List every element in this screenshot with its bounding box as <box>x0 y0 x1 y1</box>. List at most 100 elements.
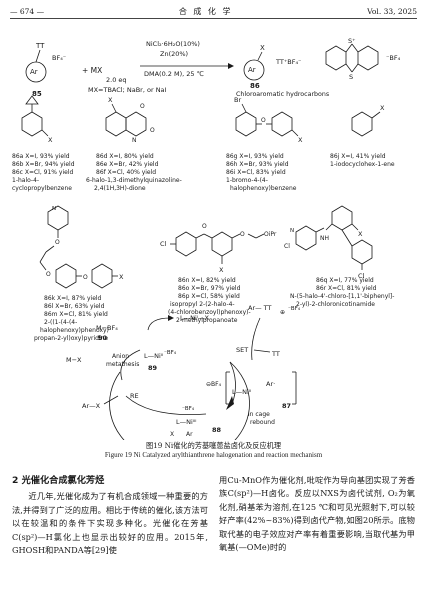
svg-text:S: S <box>349 73 353 81</box>
svg-text:X: X <box>298 136 303 144</box>
svg-text:X: X <box>358 230 363 238</box>
figure-19-scheme: Ar TT BF₄⁻ 85 + MX 2.0 eq MX=TBACl; NaBr… <box>12 37 401 440</box>
product-ar-x: Ar—X <box>82 402 101 410</box>
right-column: 用Cu-MnO作为催化剂,吡啶作为导向基团实现了芳香族C(sp²)—H卤化。反应… <box>219 474 415 554</box>
svg-text:89: 89 <box>148 364 158 372</box>
thianthrenium-structure: S⁺ S ⁻BF₄ <box>325 37 401 81</box>
ar-tt-salt: Ar— TT <box>248 304 272 312</box>
svg-text:N: N <box>290 228 294 234</box>
reactant-ar: Ar <box>30 68 38 76</box>
svg-text:Cl: Cl <box>160 240 167 248</box>
section-heading: 2 光催化合成氯化芳烃 <box>12 475 105 486</box>
svg-text:88: 88 <box>212 426 222 434</box>
compound-85-label: 85 <box>32 90 42 98</box>
svg-text:halophenoxy)benzene: halophenoxy)benzene <box>230 185 297 192</box>
caption-cn-text: 图19 Ni催化的芳基噻蒽盐卤化及反应机理 <box>145 441 282 450</box>
svg-text:86r X=Cl, 81% yield: 86r X=Cl, 81% yield <box>316 285 377 292</box>
thianthrenium-counterion: ⁻BF₄ <box>386 54 401 62</box>
aryl-radical: Ar· <box>266 380 275 388</box>
svg-text:1-halo-4-: 1-halo-4- <box>12 177 39 184</box>
svg-text:X: X <box>108 96 113 104</box>
svg-text:86e X=Br, 42% yield: 86e X=Br, 42% yield <box>96 161 159 168</box>
svg-text:86k X=I, 87% yield: 86k X=I, 87% yield <box>44 295 102 302</box>
svg-text:cyclopropylbenzene: cyclopropylbenzene <box>12 185 72 192</box>
cage-ni: L—Niᴵᴵ <box>232 388 251 396</box>
svg-text:O: O <box>240 231 245 238</box>
svg-text:⁻BF₄: ⁻BF₄ <box>182 406 195 412</box>
compound-86n-p: Cl O X O OiPr 86n X=I, 82% yield 86o X=B… <box>160 223 277 324</box>
svg-text:86g X=I, 93% yield: 86g X=I, 93% yield <box>226 153 284 160</box>
svg-text:Ar: Ar <box>186 431 193 438</box>
svg-text:6-halo-1,3-dimethylquinazoline: 6-halo-1,3-dimethylquinazoline- <box>86 177 182 184</box>
svg-text:X: X <box>380 104 385 112</box>
condition-solvent: DMA(0.2 M), 25 ℃ <box>144 70 204 78</box>
svg-text:N-(5-halo-4'-chloro-[1,1'-biph: N-(5-halo-4'-chloro-[1,1'-biphenyl]- <box>290 293 394 300</box>
svg-text:86o X=Br, 97% yield: 86o X=Br, 97% yield <box>178 285 241 292</box>
svg-text:X: X <box>170 431 174 438</box>
svg-text:86a X=I, 93% yield: 86a X=I, 93% yield <box>12 153 70 160</box>
running-header: — 674 — 合 成 化 学 Vol. 33, 2025 <box>10 4 417 19</box>
svg-text:2-methylpropanoate: 2-methylpropanoate <box>176 317 238 324</box>
svg-text:NH: NH <box>320 235 329 242</box>
svg-text:OiPr: OiPr <box>264 231 277 238</box>
condition-catalyst: NiCl₂·6H₂O(10%) <box>146 40 200 48</box>
compound-86d-f: X O O N 86d X=I, 80% yield 86e X=Br, 42%… <box>86 96 182 192</box>
product-tt-bf4: TT⁺BF₄⁻ <box>275 58 302 66</box>
svg-text:halophenoxy)phenoxy): halophenoxy)phenoxy) <box>40 327 109 334</box>
svg-text:O: O <box>83 274 88 281</box>
catalytic-cycle: L—Niᴵᴵ ⁻BF₄ 89 M−BF₄ 90 M−X Anion metath… <box>66 304 301 440</box>
svg-text:86h X=Br, 93% yield: 86h X=Br, 93% yield <box>226 161 289 168</box>
svg-text:86p X=Cl, 58% yield: 86p X=Cl, 58% yield <box>178 293 240 300</box>
svg-text:X: X <box>48 136 53 144</box>
svg-text:N: N <box>132 137 137 144</box>
compound-86g-i: O Br X 86g X=I, 93% yield 86h X=Br, 93% … <box>226 96 303 192</box>
svg-text:2-yl)-2-chloronicotinamide: 2-yl)-2-chloronicotinamide <box>296 301 375 308</box>
svg-text:⁻BF₄: ⁻BF₄ <box>288 306 301 312</box>
svg-text:1-bromo-4-(4-: 1-bromo-4-(4- <box>226 177 268 184</box>
page-number: — 674 — <box>10 6 45 16</box>
ni-i-x: L—Niᴵ—X <box>180 314 209 322</box>
ni-iii-intermediate: L—Niᴵᴵᴵ <box>176 418 196 426</box>
svg-text:metathesis: metathesis <box>106 361 139 368</box>
svg-text:86q X=I, 77% yield: 86q X=I, 77% yield <box>316 277 374 284</box>
svg-text:Br: Br <box>234 96 241 104</box>
svg-text:X: X <box>219 266 224 274</box>
svg-text:isopropyl 2-(2-halo-4-: isopropyl 2-(2-halo-4- <box>170 301 235 308</box>
svg-text:X: X <box>260 44 265 52</box>
svg-text:86i X=Cl, 83% yield: 86i X=Cl, 83% yield <box>226 169 286 176</box>
svg-text:O: O <box>150 127 155 134</box>
svg-text:86c X=Cl, 91% yield: 86c X=Cl, 91% yield <box>12 169 73 176</box>
svg-text:Anion: Anion <box>112 353 129 360</box>
compound-86a-c: X 86a X=I, 93% yield 86b X=Br, 94% yield… <box>12 95 75 192</box>
svg-text:N: N <box>52 206 56 212</box>
right-paragraph: 用Cu-MnO作为催化剂,吡啶作为导向基团实现了芳香族C(sp²)—H卤化。反应… <box>219 475 415 553</box>
condition-reductant: Zn(20%) <box>160 50 188 58</box>
figure-caption-cn: 图19 Ni催化的芳基噻蒽盐卤化及反应机理 <box>0 441 427 451</box>
svg-text:2-((1-(4-(4-: 2-((1-(4-(4- <box>44 319 77 326</box>
svg-text:⊕: ⊕ <box>280 309 285 316</box>
svg-text:87: 87 <box>282 402 291 410</box>
svg-text:86n X=I, 82% yield: 86n X=I, 82% yield <box>178 277 236 284</box>
reductive-elimination: RE <box>130 392 139 400</box>
m-x: M−X <box>66 356 82 364</box>
product-class: Chloroaromatic hydrocarbons <box>236 91 329 98</box>
reactant-bf4: BF₄⁻ <box>52 54 66 62</box>
compound-86-label: 86 <box>250 82 260 90</box>
svg-text:(4-chlorobenzoyl)phenoxy)-: (4-chlorobenzoyl)phenoxy)- <box>168 309 251 316</box>
svg-text:S⁺: S⁺ <box>348 37 356 45</box>
m-bf4: M−BF₄ <box>96 324 118 332</box>
svg-text:86f X=Cl, 40% yield: 86f X=Cl, 40% yield <box>96 169 156 176</box>
left-paragraph: 近几年,光催化成为了有机合成领域一种重要的方法,并得到了广泛的应用。相比于传统的… <box>12 491 208 556</box>
svg-text:Ar: Ar <box>248 66 256 74</box>
journal-title: 合 成 化 学 <box>178 6 233 16</box>
svg-text:86l X=Br, 63% yield: 86l X=Br, 63% yield <box>44 303 105 310</box>
svg-text:X: X <box>119 273 124 281</box>
plus-mx: + MX <box>82 66 102 75</box>
svg-text:1-iodocyclohex-1-ene: 1-iodocyclohex-1-ene <box>330 161 395 168</box>
intermediate-89: L—Niᴵᴵ <box>144 352 163 360</box>
compound-86j: X 86j X=I, 41% yield 1-iodocyclohex-1-en… <box>330 104 395 168</box>
left-column: 2 光催化合成氯化芳烃 近几年,光催化成为了有机合成领域一种重要的方法,并得到了… <box>12 474 208 557</box>
svg-text:2,4(1H,3H)-dione: 2,4(1H,3H)-dione <box>94 185 146 192</box>
compound-86k-m: N O O O X 86k X=I, 87% yield 86l X=Br, 6… <box>34 205 124 342</box>
svg-text:⁻BF₄: ⁻BF₄ <box>164 350 177 356</box>
